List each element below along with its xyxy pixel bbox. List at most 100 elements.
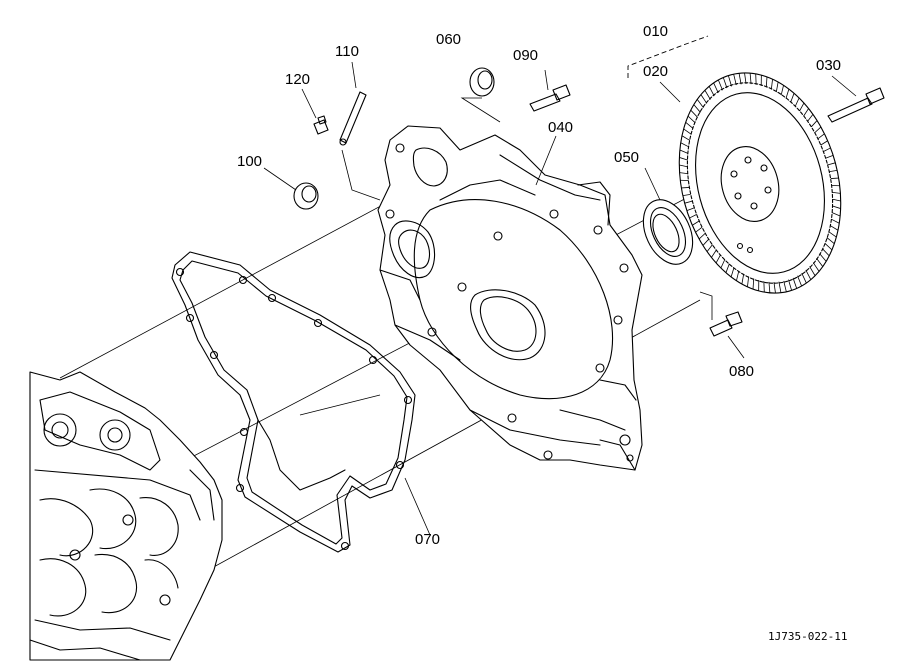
ring-gear-tooth	[824, 242, 833, 251]
ring-gear-tooth	[749, 73, 752, 85]
ring-gear-tooth	[814, 126, 822, 133]
ring-gear-tooth	[803, 108, 809, 117]
ring-gear-tooth	[682, 193, 691, 196]
label-020: 020	[643, 63, 668, 80]
ring-gear-tooth	[794, 97, 800, 107]
ring-gear-tooth	[686, 207, 695, 212]
plug-100	[293, 182, 319, 210]
ring-gear-tooth	[811, 120, 818, 128]
ring-gear-tooth	[825, 154, 834, 159]
ring-gear-tooth	[797, 275, 803, 287]
ring-gear-tooth	[799, 102, 805, 112]
label-040: 040	[548, 119, 573, 136]
ring-gear-tooth	[801, 272, 807, 284]
label-010: 010	[643, 23, 668, 40]
ring-gear-tooth	[704, 90, 711, 100]
ring-gear-tooth	[773, 281, 776, 294]
ring-gear-tooth	[692, 220, 700, 226]
ring-gear-tooth	[696, 99, 704, 109]
ring-gear-tooth	[775, 81, 779, 93]
cap-060	[469, 67, 495, 97]
ring-gear-tooth	[768, 281, 771, 293]
ring-gear-tooth	[829, 170, 838, 173]
ring-gear-tooth	[713, 82, 719, 94]
bolt-090	[529, 84, 571, 112]
label-100: 100	[237, 153, 262, 170]
ring-gear-tooth	[752, 278, 755, 290]
ring-gear-tooth	[684, 200, 693, 204]
ring-gear-tooth	[687, 115, 696, 124]
ring-gear-tooth	[741, 273, 745, 285]
ring-gear-tooth	[733, 74, 737, 86]
ring-gear-tooth	[790, 93, 795, 103]
ring-gear-tooth	[708, 86, 715, 97]
oil-seal-050	[642, 199, 694, 265]
gasket-070	[171, 251, 416, 553]
ring-gear-tooth	[820, 140, 828, 146]
ring-gear-tooth	[816, 257, 824, 267]
ring-gear-tooth	[747, 276, 750, 287]
label-110: 110	[335, 43, 359, 60]
ring-gear-tooth	[778, 281, 782, 293]
ring-gear-tooth	[693, 104, 701, 113]
ring-gear-tooth	[770, 79, 773, 90]
label-090: 090	[513, 47, 538, 64]
ring-gear-tooth	[700, 94, 708, 104]
ring-gear-tooth	[683, 128, 692, 135]
flywheel-housing-040	[377, 125, 643, 471]
ring-gear-tooth	[685, 122, 694, 129]
ring-gear-tooth	[679, 164, 688, 168]
engine-block	[29, 371, 223, 661]
label-060: 060	[436, 31, 461, 48]
ring-gear-tooth	[780, 85, 784, 96]
ring-gear-tooth	[679, 157, 688, 161]
label-080: 080	[729, 363, 754, 380]
pin-110	[339, 91, 367, 146]
ring-gear-tooth	[681, 135, 691, 141]
ring-gear-tooth	[744, 72, 747, 85]
ring-gear-tooth	[680, 142, 689, 148]
ring-gear-tooth	[738, 73, 742, 85]
ring-gear-tooth	[831, 212, 841, 217]
ring-gear-tooth	[792, 277, 798, 289]
ring-gear-tooth	[832, 205, 841, 209]
ring-gear-tooth	[722, 77, 728, 89]
bolt-080	[709, 311, 743, 337]
label-030: 030	[816, 57, 841, 74]
part-labels: 010 020 030 040 050 060 070 080 090 100 …	[237, 23, 841, 548]
ring-gear-tooth	[715, 254, 721, 264]
ring-gear-tooth	[807, 114, 814, 122]
ring-gear-tooth	[698, 233, 706, 240]
ring-gear-tooth	[826, 237, 835, 244]
ring-gear-tooth	[717, 79, 723, 91]
ring-gear-tooth	[728, 75, 732, 87]
ring-gear-tooth	[711, 249, 717, 258]
ring-gear-tooth	[832, 191, 841, 194]
ring-gear-tooth	[832, 198, 841, 202]
ring-gear-tooth	[831, 218, 840, 224]
label-050: 050	[614, 149, 639, 166]
ring-gear-tooth	[822, 248, 830, 257]
leader-lines	[263, 35, 857, 536]
ring-gear-tooth	[690, 109, 698, 118]
ring-gear-tooth	[725, 263, 730, 273]
ring-gear-tooth	[812, 262, 820, 272]
ring-gear-tooth	[827, 162, 836, 166]
ring-gear-tooth	[679, 172, 688, 175]
bolt-030	[827, 87, 885, 123]
ring-gear-tooth	[823, 147, 831, 152]
ring-gear-tooth	[730, 267, 735, 278]
label-070: 070	[415, 531, 440, 548]
ring-gear-tooth	[809, 266, 816, 276]
ring-gear-tooth	[689, 214, 697, 219]
plug-120	[313, 115, 329, 135]
ring-gear-tooth	[765, 76, 768, 88]
ring-gear-tooth	[679, 149, 689, 154]
ring-gear-tooth	[720, 259, 726, 269]
ring-gear-tooth	[702, 238, 709, 246]
ring-gear-tooth	[829, 225, 839, 231]
ring-gear-tooth	[819, 253, 827, 262]
ring-gear-tooth	[805, 269, 812, 280]
